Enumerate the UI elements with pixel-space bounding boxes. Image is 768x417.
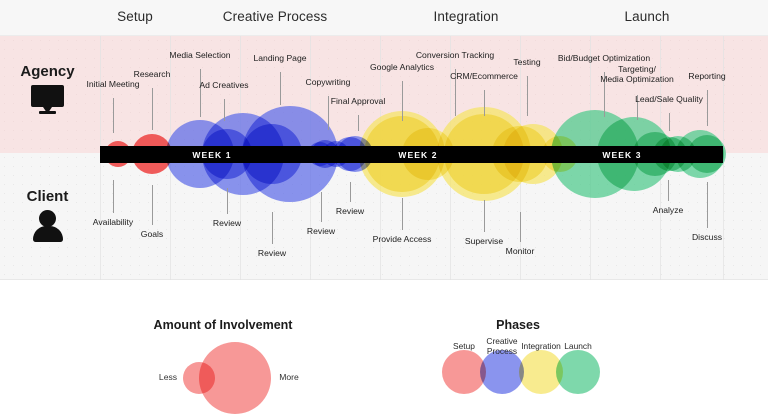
client-task-label-5: Review bbox=[335, 206, 365, 216]
agency-task-label-11: Bid/Budget Optimization bbox=[557, 53, 651, 63]
client-leader-3 bbox=[272, 212, 273, 244]
phase-legend-label-1: Creative Process bbox=[486, 336, 518, 357]
client-label-text: Client bbox=[26, 188, 69, 205]
phase-header-3: Launch bbox=[624, 9, 670, 24]
phase-header-1: Creative Process bbox=[222, 9, 328, 24]
agency-task-label-2: Media Selection bbox=[169, 50, 231, 60]
involvement-legend-title: Amount of Involvement bbox=[153, 318, 293, 332]
week-label-2: WEEK 2 bbox=[398, 150, 438, 160]
client-leader-1 bbox=[152, 185, 153, 225]
client-leader-7 bbox=[484, 200, 485, 232]
agency-label-text: Agency bbox=[20, 63, 75, 80]
phase-header-2: Integration bbox=[433, 9, 499, 24]
client-task-label-8: Monitor bbox=[505, 246, 535, 256]
agency-task-label-8: Conversion Tracking bbox=[415, 50, 495, 60]
agency-leader-6 bbox=[358, 115, 359, 131]
client-task-label-4: Review bbox=[306, 226, 336, 236]
agency-task-label-12: Targeting/ Media Optimization bbox=[600, 64, 674, 85]
client-task-label-1: Goals bbox=[140, 229, 164, 239]
client-leader-2 bbox=[227, 188, 228, 214]
agency-leader-10 bbox=[527, 76, 528, 116]
agency-task-label-14: Reporting bbox=[688, 71, 726, 81]
client-task-label-6: Provide Access bbox=[372, 234, 432, 244]
agency-leader-13 bbox=[669, 113, 670, 131]
client-leader-6 bbox=[402, 198, 403, 230]
client-task-label-0: Availability bbox=[92, 217, 134, 227]
phase-header-band bbox=[0, 0, 768, 36]
agency-task-label-9: CRM/Ecommerce bbox=[450, 71, 518, 81]
agency-leader-2 bbox=[200, 69, 201, 117]
client-leader-5 bbox=[350, 182, 351, 202]
agency-leader-5 bbox=[328, 96, 329, 130]
agency-task-label-1: Research bbox=[133, 69, 171, 79]
phase-legend-label-2: Integration bbox=[521, 341, 561, 351]
agency-task-label-10: Testing bbox=[513, 57, 541, 67]
agency-leader-0 bbox=[113, 98, 114, 133]
agency-task-label-3: Ad Creatives bbox=[199, 80, 249, 90]
client-leader-10 bbox=[707, 182, 708, 228]
client-task-label-9: Analyze bbox=[652, 205, 684, 215]
client-leader-4 bbox=[321, 192, 322, 222]
week-label-1: WEEK 1 bbox=[192, 150, 232, 160]
phase-legend-label-3: Launch bbox=[564, 341, 592, 351]
week-label-3: WEEK 3 bbox=[602, 150, 642, 160]
agency-leader-7 bbox=[402, 81, 403, 121]
involvement-more-label: More bbox=[279, 372, 299, 382]
timeline-bar: WEEK 1 WEEK 2 WEEK 3 bbox=[100, 146, 723, 163]
agency-leader-9 bbox=[484, 90, 485, 116]
agency-task-label-13: Lead/Sale Quality bbox=[635, 94, 703, 104]
agency-task-label-6: Final Approval bbox=[330, 96, 386, 106]
phases-legend-title: Phases bbox=[496, 318, 540, 332]
monitor-icon bbox=[31, 85, 64, 114]
client-leader-9 bbox=[668, 180, 669, 201]
agency-leader-3 bbox=[224, 99, 225, 121]
agency-task-label-4: Landing Page bbox=[253, 53, 307, 63]
phase-legend-bubble-2 bbox=[519, 350, 563, 394]
agency-task-label-5: Copywriting bbox=[305, 77, 351, 87]
phase-legend-bubble-1 bbox=[480, 350, 524, 394]
agency-leader-1 bbox=[152, 88, 153, 130]
client-row-label: Client bbox=[0, 188, 95, 242]
involvement-less-label: Less bbox=[158, 372, 178, 382]
phase-legend-label-0: Setup bbox=[453, 341, 475, 351]
agency-leader-4 bbox=[280, 72, 281, 105]
phase-header-0: Setup bbox=[117, 9, 153, 24]
chart-bottom-divider bbox=[0, 279, 768, 280]
phase-legend-bubble-0 bbox=[442, 350, 486, 394]
agency-task-label-7: Google Analytics bbox=[369, 62, 435, 72]
client-task-label-3: Review bbox=[257, 248, 287, 258]
person-icon bbox=[31, 210, 65, 242]
client-leader-8 bbox=[520, 212, 521, 242]
client-task-label-7: Supervise bbox=[464, 236, 504, 246]
client-task-label-10: Discuss bbox=[691, 232, 723, 242]
phase-legend-bubble-3 bbox=[556, 350, 600, 394]
client-leader-0 bbox=[113, 180, 114, 213]
agency-row-label: Agency bbox=[0, 63, 95, 114]
agency-leader-14 bbox=[707, 90, 708, 126]
involvement-more-bubble bbox=[199, 342, 271, 414]
client-task-label-2: Review bbox=[212, 218, 242, 228]
